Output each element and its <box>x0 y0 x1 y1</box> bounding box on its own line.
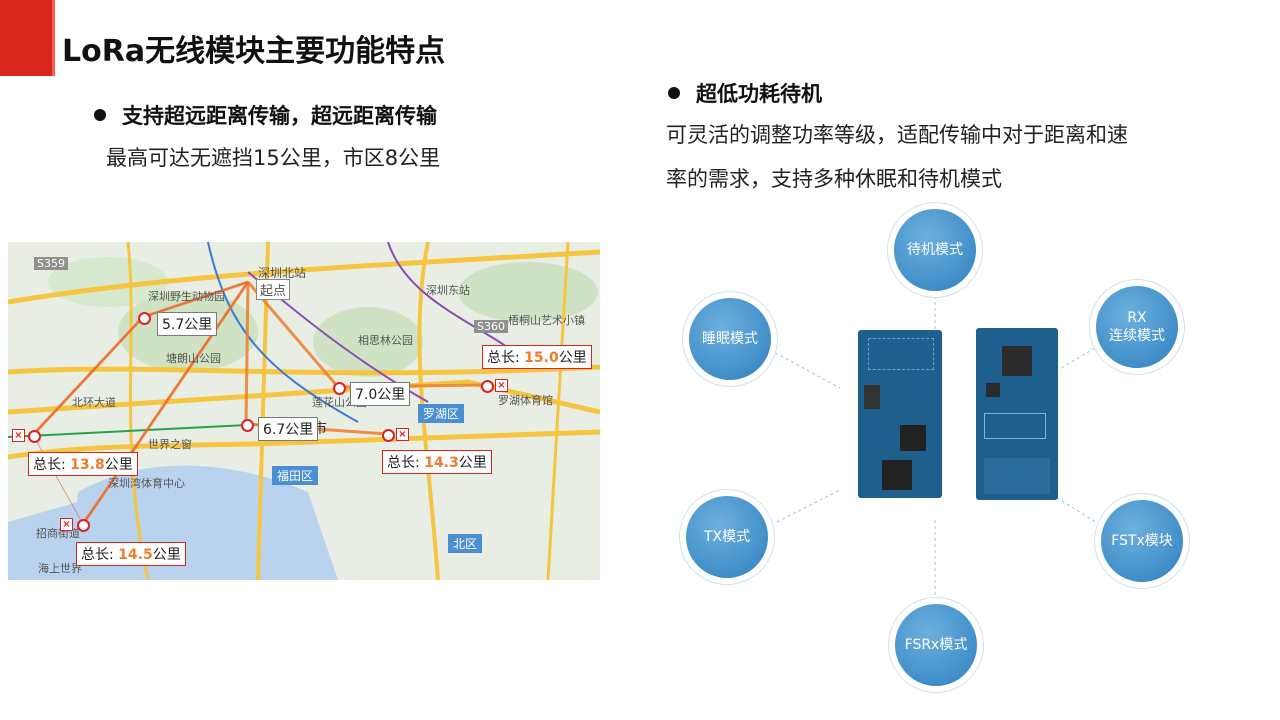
mode-label-rx: RX 连续模式 <box>1109 309 1165 345</box>
mode-label-standby: 待机模式 <box>907 242 963 258</box>
board-chip <box>882 460 912 490</box>
total-value: 14.3 <box>424 455 459 471</box>
map-label-zoo: 深圳野生动物园 <box>148 290 225 303</box>
total-length-14-5: 总长: 14.5公里 <box>76 542 186 566</box>
bullet-dot-icon <box>94 109 106 121</box>
title-accent-bar <box>0 0 55 76</box>
board-chip <box>864 385 880 409</box>
mode-label-fsrx: FSRx模式 <box>904 637 968 653</box>
district-luohu: 罗湖区 <box>418 404 465 423</box>
map-label-beihuan: 北环大道 <box>72 396 116 409</box>
mode-label-rx-line1: RX <box>1127 310 1147 326</box>
right-body-line-1: 可灵活的调整功率等级，适配传输中对于距离和速 <box>666 123 1128 147</box>
page-title: LoRa无线模块主要功能特点 <box>62 34 446 69</box>
road-label-s360: S360 <box>474 320 508 333</box>
total-prefix: 总长: <box>487 350 520 366</box>
mode-node-tx: TX模式 <box>686 496 768 578</box>
map-label-window: 世界之窗 <box>148 438 192 451</box>
route-marker <box>77 519 90 532</box>
mode-label-tx: TX模式 <box>703 529 751 545</box>
mode-node-fsrx: FSRx模式 <box>895 604 977 686</box>
mode-node-sleep: 睡眠模式 <box>689 298 771 380</box>
total-value: 15.0 <box>524 350 559 366</box>
total-prefix: 总长: <box>33 457 66 473</box>
total-value: 13.8 <box>70 457 105 473</box>
map-label-luohu-gym: 罗湖体育馆 <box>498 394 553 407</box>
end-x-icon: × <box>495 379 508 392</box>
total-unit: 公里 <box>558 350 587 366</box>
route-marker <box>481 380 494 393</box>
board-trace-area <box>868 338 934 370</box>
distance-label-7-0: 7.0公里 <box>350 382 411 406</box>
total-length-14-3: 总长: 14.3公里 <box>382 450 492 474</box>
right-heading-text: 超低功耗待机 <box>696 82 822 106</box>
mode-node-rx: RX 连续模式 <box>1096 286 1178 368</box>
map-label-haishang: 海上世界 <box>38 562 82 575</box>
total-length-15-0: 总长: 15.0公里 <box>482 345 592 369</box>
mode-label-sleep: 睡眠模式 <box>702 331 758 347</box>
left-heading-text: 支持超远距离传输，超远距离传输 <box>122 104 437 128</box>
map-label-start: 起点 <box>256 279 291 300</box>
route-marker <box>241 419 254 432</box>
road-label-s359: S359 <box>34 257 68 270</box>
map-label-xiangsi: 相思林公园 <box>358 334 413 347</box>
board-label-area <box>984 413 1046 439</box>
mode-node-fstx: FSTx模块 <box>1101 500 1183 582</box>
board-pad-area <box>984 458 1050 494</box>
total-unit: 公里 <box>458 455 487 471</box>
board-chip <box>986 383 1000 397</box>
distance-label-5-7: 5.7公里 <box>157 312 218 336</box>
bullet-dot-icon <box>668 87 680 99</box>
distance-map: S359 S360 深圳野生动物园 深圳北站 起点 深圳东站 梧桐山艺术小镇 相… <box>8 242 600 580</box>
mode-label-fstx: FSTx模块 <box>1111 533 1173 549</box>
left-bullet-heading: 支持超远距离传输，超远距离传输 <box>94 100 437 130</box>
left-body-text: 最高可达无遮挡15公里，市区8公里 <box>106 146 441 170</box>
end-x-icon: × <box>396 428 409 441</box>
district-beiqu: 北区 <box>448 534 483 553</box>
total-length-13-8: 总长: 13.8公里 <box>28 452 138 476</box>
map-label-tanglang: 塘朗山公园 <box>166 352 221 365</box>
map-label-bay-center: 深圳湾体育中心 <box>108 477 185 490</box>
lora-board-front <box>858 330 942 498</box>
total-unit: 公里 <box>104 457 133 473</box>
route-marker <box>333 382 346 395</box>
route-marker <box>28 430 41 443</box>
total-value: 14.5 <box>118 547 153 563</box>
end-x-icon: × <box>12 429 25 442</box>
map-label-north-station: 深圳北站 <box>258 266 307 280</box>
total-prefix: 总长: <box>81 547 114 563</box>
mode-label-rx-line2: 连续模式 <box>1109 328 1165 344</box>
map-label-east-station: 深圳东站 <box>426 284 470 297</box>
map-label-wutong: 梧桐山艺术小镇 <box>508 314 585 327</box>
distance-label-6-7: 6.7公里 <box>258 417 319 441</box>
total-prefix: 总长: <box>387 455 420 471</box>
mode-node-standby: 待机模式 <box>894 209 976 291</box>
right-bullet-heading: 超低功耗待机 <box>668 78 822 108</box>
right-body-line-2: 率的需求，支持多种休眠和待机模式 <box>666 167 1002 191</box>
board-chip <box>900 425 926 451</box>
lora-board-back <box>976 328 1058 500</box>
total-unit: 公里 <box>152 547 181 563</box>
end-x-icon: × <box>60 518 73 531</box>
board-chip <box>1002 346 1032 376</box>
route-marker <box>138 312 151 325</box>
district-futian: 福田区 <box>272 466 319 485</box>
route-marker <box>382 429 395 442</box>
